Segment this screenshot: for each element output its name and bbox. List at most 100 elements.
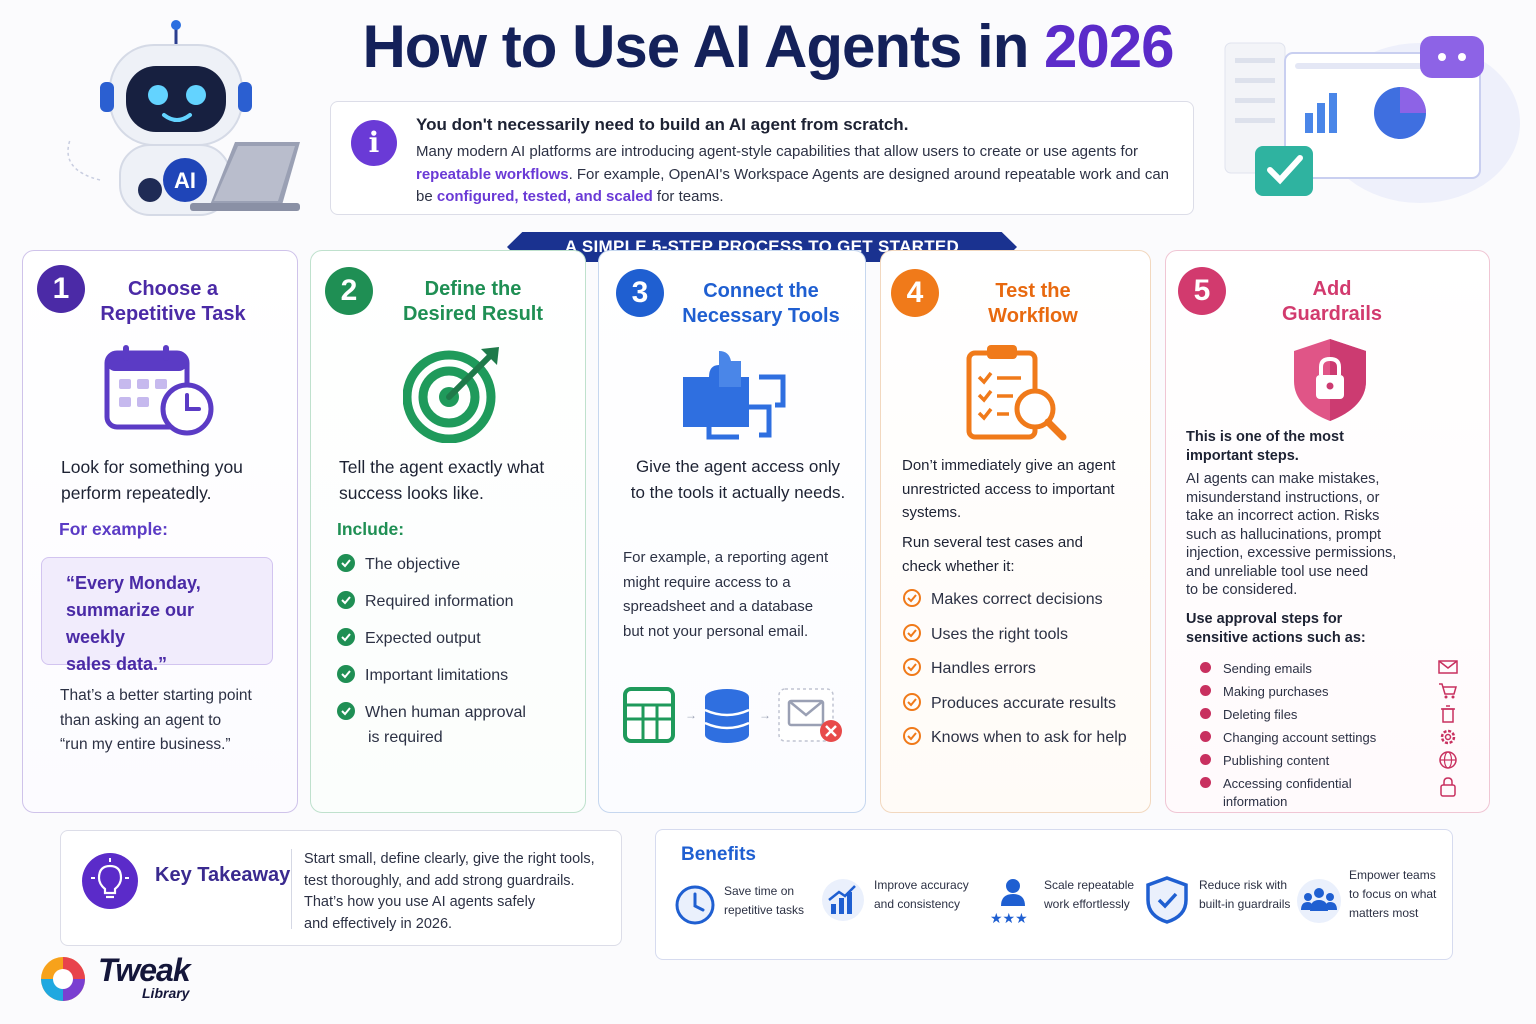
svg-text:→: → [685,708,697,722]
robot-illustration: AI [67,20,300,216]
include-list: The objective Required information Expec… [337,554,526,766]
list-item: Changing account settings [1200,729,1458,753]
list-item: When human approval [337,702,526,729]
step-description: Give the agent access only to the tools … [630,457,846,502]
sensitive-actions-list: Sending emails Making purchases Deleting… [1200,660,1458,817]
list-item: Deleting files [1200,705,1458,730]
step-number: 2 [325,267,373,315]
list-item: The objective [337,554,526,593]
team-icon [1297,879,1341,923]
check-icon [337,628,355,646]
check-dot-icon [1200,754,1211,766]
email-blocked-icon [778,688,842,742]
check-icon [337,554,355,572]
list-item: Makes correct decisions [903,589,1127,626]
clipboard-search-icon [966,345,1067,441]
list-item: Handles errors [903,658,1127,695]
list-item: Expected output [337,628,526,667]
tweak-library-logo: Tweak Library [38,952,218,1008]
info-headline: You don't necessarily need to build an A… [416,115,909,134]
check-dot-icon [1200,777,1211,789]
list-item: Making purchases [1200,683,1458,707]
step-number: 4 [891,269,939,317]
test-instruction: Run several test cases and check whether… [902,534,1083,575]
info-body: Many modern AI platforms are introducing… [416,143,1170,205]
include-label: Include: [337,519,405,539]
benefits-title: Benefits [681,844,756,865]
list-item: Accessing confidential [1200,776,1458,797]
lock-icon [1440,777,1456,797]
step-number: 1 [37,265,85,313]
step-title: Define the Desired Result [402,278,544,325]
step-title: Test the Workflow [988,280,1078,327]
svg-text:★★★: ★★★ [990,910,1028,926]
logo-swirl-icon [41,957,85,1001]
example-quote: “Every Monday, summarize our weekly sale… [41,557,273,674]
check-icon [337,702,355,720]
check-dot-icon [1200,708,1211,720]
gear-icon [1440,729,1456,745]
check-circle-icon [903,658,921,676]
list-item-continued: information [1223,794,1288,809]
benefits-panel: Benefits Save time on repetitive tasks I… [655,829,1453,960]
check-icon [337,591,355,609]
check-circle-icon [903,692,921,711]
list-item: Publishing content [1200,751,1458,776]
step-description: Don’t immediately give an agent unrestri… [902,457,1116,521]
step-title: Connect the Necessary Tools [682,280,840,327]
list-item: Important limitations [337,665,526,704]
lightbulb-icon [82,853,138,909]
list-item-continued: is required [368,729,443,746]
list-item: Uses the right tools [903,623,1127,661]
svg-text:→: → [759,708,771,722]
shield-lock-icon [1294,339,1366,421]
list-item: Sending emails [1200,660,1458,684]
test-checklist: Makes correct decisions Uses the right t… [903,589,1127,764]
clock-icon [675,885,715,925]
step-example: For example, a reporting agent might req… [623,549,829,640]
divider [291,849,292,929]
database-icon [704,689,750,743]
key-takeaway: Key Takeaway Start small, define clearly… [60,830,622,946]
check-circle-icon [903,727,921,745]
person-stars-icon: ★★★ [990,879,1028,926]
trash-icon [1441,705,1455,723]
logo-sub: Library [142,985,190,1001]
robot-ai-badge: AI [174,168,196,193]
info-icon: i [351,120,397,166]
info-box: i You don't necessarily need to build an… [330,101,1194,215]
check-dot-icon [1200,731,1211,743]
cart-icon [1439,683,1457,699]
step-title: Choose a Repetitive Task [100,278,246,325]
takeaway-text: Start small, define clearly, give the ri… [304,851,595,932]
step-card-2: 2 Define the Desired Result Tell the age… [310,250,586,813]
check-dot-icon [1200,685,1211,697]
check-circle-icon [903,623,921,642]
step-card-1: 1 Choose a Repetitive Task Look for some… [22,250,298,813]
step-card-4: 4 Test the Workflow Don’t immediately gi… [880,250,1151,813]
calendar-clock-icon [104,345,214,436]
guardrail-body: AI agents can make mistakes, misundersta… [1186,471,1397,598]
dashboard-illustration [1224,36,1520,203]
step-title: Add Guardrails [1281,278,1383,325]
step-number: 3 [616,269,664,317]
step-number: 5 [1178,267,1226,315]
step-description: Tell the agent exactly what success look… [339,457,545,503]
globe-icon [1439,751,1457,769]
list-item: Knows when to ask for help [903,727,1127,764]
step-card-5: 5 Add Guardrails This is one of the most… [1165,250,1490,813]
step-note: That’s a better starting point than aski… [60,687,252,753]
step-card-3: 3 Connect the Necessary Tools Give the a… [598,250,866,813]
puzzle-connect-icon [683,351,786,440]
guardrail-lead: This is one of the most important steps. [1186,429,1344,464]
list-item: Required information [337,591,526,630]
target-icon [403,347,499,443]
example-label: For example: [59,519,168,539]
shield-check-icon [1146,876,1188,924]
list-item: Produces accurate results [903,692,1127,730]
takeaway-label: Key Takeaway [155,864,291,886]
approval-heading: Use approval steps for sensitive actions… [1186,611,1366,646]
logo-name: Tweak [98,952,191,988]
page-title: How to Use AI Agents in 2026 [362,13,1174,80]
growth-chart-icon [822,879,864,921]
